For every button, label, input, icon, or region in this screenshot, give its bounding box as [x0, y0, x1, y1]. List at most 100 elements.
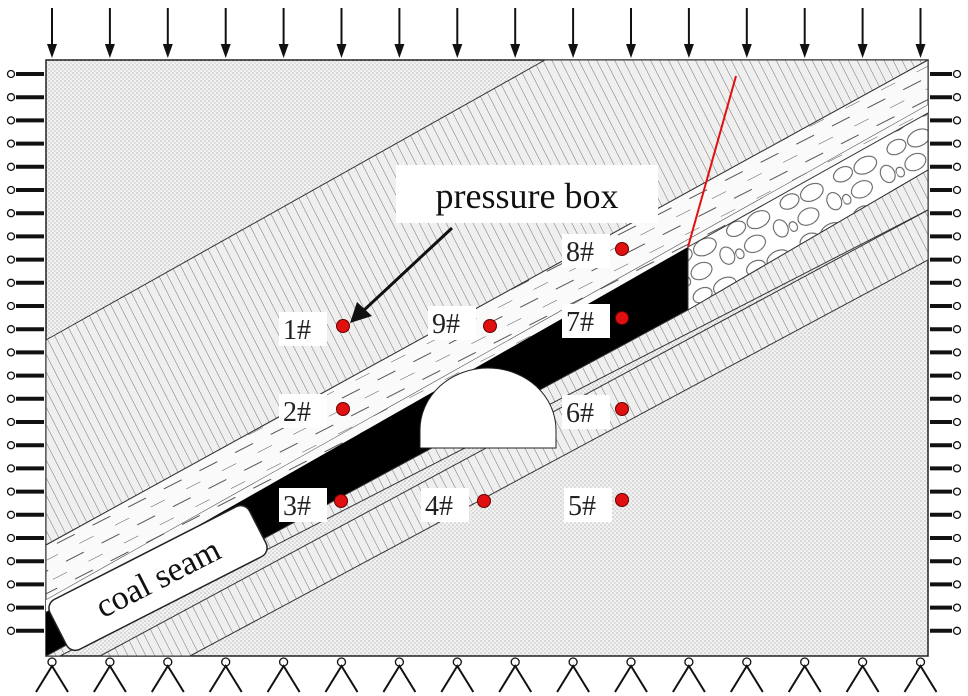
roller-support-icon	[930, 162, 962, 171]
load-arrow-icon	[278, 8, 289, 58]
sensor-dot-icon	[336, 402, 350, 416]
roller-support-icon	[930, 626, 962, 635]
roller-support-icon	[930, 209, 962, 218]
pressure-box-label: pressure box	[436, 176, 619, 216]
sensor-dot-icon	[477, 494, 491, 508]
pressure-sensor-5: 5#	[564, 488, 629, 522]
sensor-label: 6#	[566, 398, 594, 429]
roller-support-icon	[6, 580, 44, 589]
pressure-sensor-8: 8#	[562, 234, 629, 268]
sensor-dot-icon	[336, 319, 350, 333]
load-arrow-icon	[47, 8, 57, 58]
roller-support-icon	[930, 185, 962, 195]
roller-support-icon	[930, 580, 962, 589]
roller-support-icon	[930, 348, 962, 357]
right-roller-supports	[930, 69, 962, 635]
sensor-dot-icon	[615, 311, 629, 325]
pressure-sensor-1: 1#	[279, 312, 350, 346]
roller-support-icon	[930, 603, 962, 612]
load-arrow-icon	[568, 8, 579, 58]
roller-support-icon	[6, 441, 44, 450]
roller-support-icon	[6, 394, 44, 403]
roller-support-icon	[930, 371, 962, 380]
roller-support-icon	[6, 487, 44, 496]
roller-support-icon	[6, 116, 44, 125]
pin-support-icon	[903, 657, 938, 693]
roller-support-icon	[6, 185, 44, 195]
sensor-dot-icon	[334, 494, 348, 508]
sensor-label: 2#	[283, 397, 311, 428]
roller-support-icon	[6, 371, 44, 380]
roller-support-icon	[6, 162, 44, 171]
load-arrow-icon	[336, 8, 347, 58]
roller-support-icon	[930, 533, 962, 543]
pin-support-icon	[324, 657, 359, 693]
pin-support-icon	[845, 657, 880, 693]
top-load-arrows	[47, 8, 926, 58]
roller-support-icon	[930, 232, 962, 241]
roller-support-icon	[6, 510, 44, 519]
roller-support-icon	[6, 533, 44, 543]
pressure-sensor-2: 2#	[279, 394, 350, 428]
sensor-dot-icon	[483, 319, 497, 333]
pressure-sensor-7: 7#	[562, 304, 629, 338]
roller-support-icon	[6, 232, 44, 241]
pin-support-icon	[266, 657, 301, 693]
roller-support-icon	[930, 278, 962, 287]
roller-support-icon	[930, 487, 962, 496]
load-arrow-icon	[915, 8, 926, 58]
roller-support-icon	[930, 69, 962, 79]
roller-support-icon	[6, 93, 44, 102]
sensor-label: 4#	[425, 491, 453, 522]
load-arrow-icon	[799, 8, 810, 58]
sensor-dot-icon	[615, 242, 629, 256]
pressure-box-arrow-line	[360, 226, 454, 314]
fracture-line	[687, 75, 737, 248]
load-arrow-icon	[394, 8, 405, 58]
pressure-box-arrow-head	[350, 302, 372, 323]
roller-support-icon	[6, 209, 44, 218]
sensor-label: 7#	[566, 307, 594, 338]
pin-support-icon	[787, 657, 822, 693]
pin-support-icon	[93, 657, 127, 693]
pressure-sensor-6: 6#	[562, 395, 629, 429]
pin-support-icon	[440, 657, 475, 693]
pressure-sensor-4: 4#	[421, 488, 491, 522]
sensor-label: 9#	[432, 309, 460, 340]
load-arrow-icon	[220, 8, 231, 58]
sensor-label: 8#	[566, 237, 594, 268]
pressure-box-label-bg	[396, 165, 658, 223]
load-arrow-icon	[452, 8, 463, 58]
sensor-label: 5#	[568, 491, 596, 522]
pin-support-icon	[498, 657, 533, 693]
load-arrow-icon	[857, 8, 868, 58]
roller-support-icon	[930, 464, 962, 473]
roller-support-icon	[930, 93, 962, 102]
roller-support-icon	[6, 255, 44, 264]
roller-support-icon	[6, 139, 44, 148]
roller-support-icon	[930, 441, 962, 450]
roller-support-icon	[6, 626, 44, 635]
bottom-pin-supports	[35, 657, 938, 693]
sensor-dot-icon	[615, 402, 629, 416]
roller-support-icon	[930, 325, 962, 334]
pin-support-icon	[556, 657, 590, 693]
load-arrow-icon	[104, 8, 115, 58]
pin-support-icon	[35, 657, 69, 693]
load-arrow-icon	[741, 8, 752, 58]
roller-support-icon	[6, 603, 44, 612]
roof-dashed-layer-lower	[46, 105, 928, 612]
pin-support-icon	[382, 657, 417, 693]
roller-support-icon	[6, 278, 44, 287]
sensor-dot-icon	[615, 493, 629, 507]
pin-support-icon	[614, 657, 648, 693]
roller-support-icon	[930, 116, 962, 125]
roller-support-icon	[930, 557, 962, 566]
pressure-sensor-3: 3#	[279, 488, 348, 522]
load-arrow-icon	[626, 8, 636, 58]
floor-hatched-stratum-1	[45, 169, 929, 657]
roller-support-icon	[6, 348, 44, 357]
roller-support-icon	[6, 325, 44, 334]
pin-support-icon	[150, 657, 185, 693]
